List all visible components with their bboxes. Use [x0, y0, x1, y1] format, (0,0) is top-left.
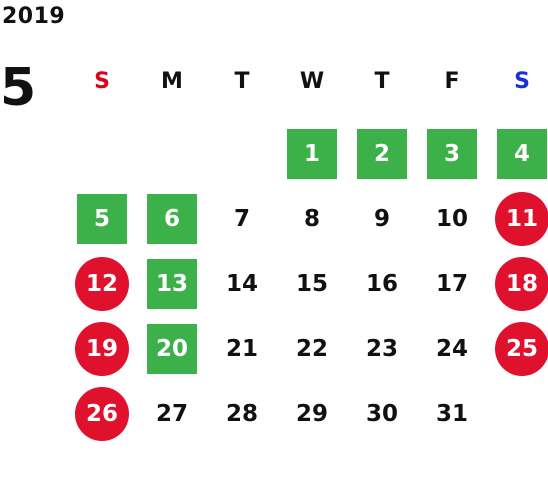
day-number: 29 — [295, 400, 328, 427]
day-number: 10 — [435, 205, 468, 232]
day-cell[interactable]: 30 — [347, 381, 417, 446]
weekday-header-wed: W — [299, 68, 325, 94]
day-number: 3 — [427, 128, 477, 179]
weekday-header-mon: M — [161, 68, 183, 94]
day-cell[interactable]: 14 — [207, 251, 277, 316]
day-cell[interactable]: 21 — [207, 316, 277, 381]
day-cell[interactable]: 9 — [347, 186, 417, 251]
day-cell[interactable]: 15 — [277, 251, 347, 316]
day-number: 6 — [147, 193, 197, 244]
month-label: 5 — [0, 58, 37, 118]
day-cell[interactable]: 4 — [487, 121, 548, 186]
day-number: 20 — [147, 323, 197, 374]
day-cell[interactable]: 6 — [137, 186, 207, 251]
day-cell[interactable]: 22 — [277, 316, 347, 381]
weekday-header-fri: F — [444, 68, 460, 94]
day-number: 2 — [357, 128, 407, 179]
day-cell[interactable]: 1 — [277, 121, 347, 186]
day-number: 26 — [75, 386, 129, 441]
day-cell[interactable]: 29 — [277, 381, 347, 446]
day-cell[interactable]: 12 — [67, 251, 137, 316]
day-number: 12 — [75, 256, 129, 311]
day-number: 7 — [233, 205, 250, 232]
day-number: 21 — [225, 335, 258, 362]
day-number: 22 — [295, 335, 328, 362]
day-number: 17 — [435, 270, 468, 297]
day-cell[interactable]: 27 — [137, 381, 207, 446]
day-number: 18 — [495, 256, 548, 311]
day-number: 5 — [77, 193, 127, 244]
empty-cell — [207, 121, 277, 186]
day-number: 19 — [75, 321, 129, 376]
day-number: 30 — [365, 400, 398, 427]
day-cell[interactable]: 2 — [347, 121, 417, 186]
day-number: 27 — [155, 400, 188, 427]
day-number: 9 — [373, 205, 390, 232]
day-cell[interactable]: 31 — [417, 381, 487, 446]
day-cell[interactable]: 19 — [67, 316, 137, 381]
day-number: 13 — [147, 258, 197, 309]
day-cell[interactable]: 18 — [487, 251, 548, 316]
day-cell[interactable]: 5 — [67, 186, 137, 251]
day-number: 16 — [365, 270, 398, 297]
day-cell[interactable]: 16 — [347, 251, 417, 316]
day-cell[interactable]: 10 — [417, 186, 487, 251]
weekday-header-thu: T — [374, 68, 390, 94]
day-number: 14 — [225, 270, 258, 297]
day-cell[interactable]: 7 — [207, 186, 277, 251]
day-cell[interactable]: 24 — [417, 316, 487, 381]
day-number: 8 — [303, 205, 320, 232]
day-cell[interactable]: 8 — [277, 186, 347, 251]
weekday-header-sun: S — [94, 68, 110, 94]
day-number: 25 — [495, 321, 548, 376]
day-number: 4 — [497, 128, 547, 179]
day-cell[interactable]: 26 — [67, 381, 137, 446]
empty-cell — [67, 121, 137, 186]
day-number: 24 — [435, 335, 468, 362]
day-number: 15 — [295, 270, 328, 297]
weekday-header-sat: S — [514, 68, 530, 94]
day-number: 23 — [365, 335, 398, 362]
day-number: 1 — [287, 128, 337, 179]
day-cell[interactable]: 20 — [137, 316, 207, 381]
day-cell[interactable]: 17 — [417, 251, 487, 316]
empty-cell — [137, 121, 207, 186]
year-label: 2019 — [2, 4, 66, 29]
day-number: 11 — [495, 191, 548, 246]
day-cell[interactable]: 25 — [487, 316, 548, 381]
weekday-header-tue: T — [234, 68, 250, 94]
day-cell[interactable]: 23 — [347, 316, 417, 381]
day-cell[interactable]: 13 — [137, 251, 207, 316]
day-cell[interactable]: 3 — [417, 121, 487, 186]
day-cell[interactable]: 11 — [487, 186, 548, 251]
day-cell[interactable]: 28 — [207, 381, 277, 446]
day-number: 28 — [225, 400, 258, 427]
day-number: 31 — [435, 400, 468, 427]
